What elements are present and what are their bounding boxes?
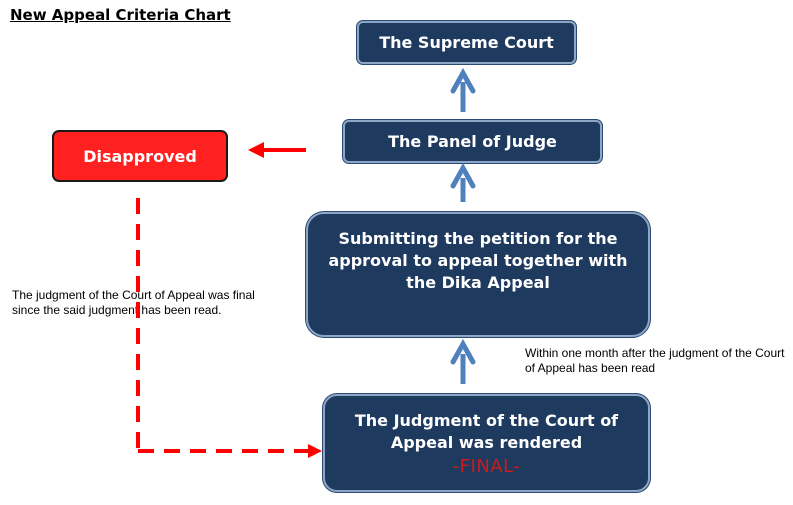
supreme-court-box: The Supreme Court	[357, 21, 576, 64]
disapproved-box: Disapproved	[52, 130, 228, 182]
time-limit-note: Within one month after the judgment of t…	[525, 346, 785, 375]
panel-of-judge-box: The Panel of Judge	[343, 120, 602, 163]
panel-of-judge-label: The Panel of Judge	[388, 132, 557, 151]
arrow-panel-to-supreme	[450, 67, 476, 112]
disapproved-label: Disapproved	[83, 146, 197, 166]
final-judgment-note: The judgment of the Court of Appeal was …	[12, 288, 255, 317]
dashed-final-connector	[136, 198, 322, 458]
arrow-petition-to-panel	[450, 162, 476, 202]
supreme-court-label: The Supreme Court	[379, 33, 554, 52]
petition-label: Submitting the petition for the approval…	[328, 229, 628, 292]
judgment-box: The Judgment of the Court of Appeal was …	[323, 394, 650, 492]
chart-title: New Appeal Criteria Chart	[10, 6, 231, 24]
petition-box: Submitting the petition for the approval…	[306, 212, 650, 337]
arrow-to-disapproved	[248, 142, 306, 158]
final-label: -FINAL-	[452, 456, 521, 477]
arrow-judgment-to-petition	[450, 338, 476, 384]
judgment-label: The Judgment of the Court of Appeal was …	[354, 411, 619, 452]
